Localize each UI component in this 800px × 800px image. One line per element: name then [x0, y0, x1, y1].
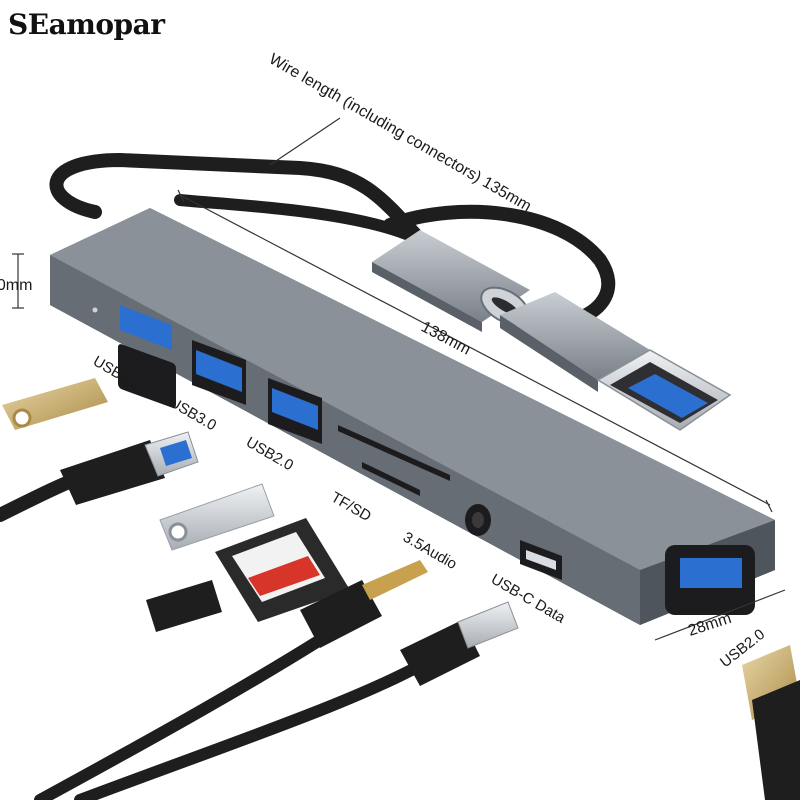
cable	[49, 152, 616, 325]
dimension-lines	[12, 117, 786, 641]
audio-jack	[465, 504, 491, 536]
usb30-port-2	[192, 340, 246, 405]
usb20-port-1	[268, 378, 322, 444]
gold-flash-drive	[2, 378, 108, 430]
usb-c-cable	[74, 601, 519, 800]
usb30-label-2: USB3.0	[166, 394, 219, 435]
usb20-port-2	[665, 545, 755, 615]
silver-flash-drive	[159, 483, 275, 551]
audio-cable	[34, 560, 428, 800]
led-indicator	[92, 307, 98, 313]
micro-sd-card	[146, 580, 222, 632]
usb-c-data-port	[520, 540, 562, 580]
body-thickness-label: 10mm	[0, 277, 32, 294]
sd-card	[215, 518, 350, 622]
wire-length-label: Wire length (including connectors) 135mm	[266, 51, 534, 216]
usb20-label-1: USB2.0	[243, 434, 296, 475]
usb30-port-1-inner	[120, 305, 172, 350]
card-reader-slots	[338, 425, 450, 496]
usb30-port-1	[118, 344, 176, 408]
usb-a-cable	[0, 431, 199, 522]
usb-a-connector	[500, 292, 732, 431]
brand-logo: SEamopar	[8, 8, 165, 41]
tf-sd-label: TF/SD	[328, 489, 374, 525]
gold-usb-connector	[742, 645, 800, 800]
